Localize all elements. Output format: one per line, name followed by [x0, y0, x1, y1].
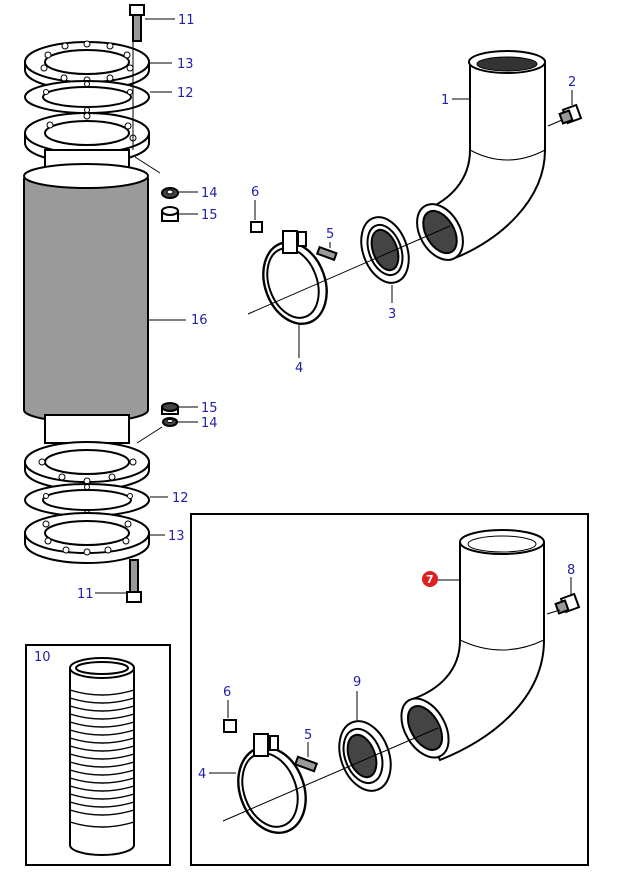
nut-6-upper — [250, 221, 263, 233]
washer-14-bottom — [162, 417, 178, 427]
callout-14-top: 14 — [201, 186, 218, 201]
callout-5-upper: 5 — [326, 227, 334, 242]
alternative-kit-box — [190, 513, 589, 866]
nut-6-lower — [223, 719, 237, 733]
elbow-pipe-1 — [416, 50, 546, 261]
elbow-pipe-7 — [400, 529, 545, 762]
callout-7: 7 — [426, 573, 434, 586]
callout-15-top: 15 — [201, 208, 218, 223]
flange-13-bottom — [24, 512, 150, 564]
callout-11-top: 11 — [178, 13, 195, 28]
callout-15-bottom: 15 — [201, 401, 218, 416]
callout-2: 2 — [568, 75, 576, 90]
callout-3: 3 — [388, 307, 396, 322]
clamp-ring-9 — [338, 720, 392, 792]
bolt-11-top — [129, 4, 145, 42]
gasket-12-top — [24, 80, 150, 114]
callout-12-bottom: 12 — [172, 491, 189, 506]
clamp-ring-3 — [360, 216, 410, 284]
gasket-12-bottom — [24, 483, 150, 517]
leader-lines-lower-right — [209, 577, 572, 822]
callout-12-top: 12 — [177, 86, 194, 101]
callout-labels: 11 13 12 14 15 16 15 14 12 13 11 1 2 3 4… — [34, 13, 576, 782]
flange-ring-bottom — [24, 441, 150, 491]
highlight-marker — [422, 571, 438, 587]
leader-lines-upper-right — [247, 90, 573, 358]
callout-11-bottom: 11 — [77, 587, 94, 602]
bolt-5-upper — [315, 245, 338, 262]
callout-4-lower: 4 — [198, 767, 206, 782]
callout-4-upper: 4 — [295, 361, 303, 376]
callout-13-bottom: 13 — [168, 529, 185, 544]
callout-9: 9 — [353, 675, 361, 690]
callout-5-lower: 5 — [304, 728, 312, 743]
flex-hose-box — [25, 644, 171, 866]
v-clamp-4 — [262, 230, 328, 325]
leader-lines-left — [95, 18, 198, 594]
plug-2 — [558, 103, 583, 125]
callout-10: 10 — [34, 650, 51, 665]
v-clamp-4-alt — [237, 733, 307, 834]
silencer-body-16 — [23, 149, 149, 444]
callout-13-top: 13 — [177, 57, 194, 72]
callout-1: 1 — [441, 93, 449, 108]
callout-6-upper: 6 — [251, 185, 259, 200]
nut-15-bottom — [161, 402, 179, 415]
callout-14-bottom: 14 — [201, 416, 218, 431]
nut-15-top — [161, 206, 179, 222]
callout-6-lower: 6 — [223, 685, 231, 700]
bolt-5-lower — [293, 755, 319, 773]
bolt-11-bottom — [126, 559, 142, 603]
flex-hose-10 — [69, 657, 135, 856]
callout-16: 16 — [191, 313, 208, 328]
callout-8: 8 — [567, 563, 575, 578]
washer-14-top — [161, 187, 179, 199]
